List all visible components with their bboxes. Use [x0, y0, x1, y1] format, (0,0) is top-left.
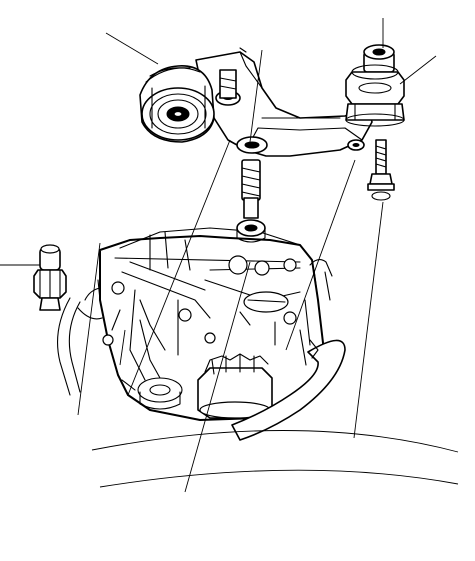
leader-line-9 — [354, 202, 383, 438]
bracket-bolt — [237, 160, 265, 242]
leader-line-1 — [106, 33, 158, 64]
leader-line-6 — [250, 50, 262, 142]
tensioner-bracket — [196, 48, 372, 156]
leader-line-13 — [120, 330, 125, 365]
belt-tensioner-pulley — [140, 66, 214, 142]
engine-block — [100, 228, 325, 420]
leader-lines — [0, 18, 458, 492]
water-pump — [138, 354, 272, 418]
oil-pressure-switch — [34, 245, 66, 310]
leader-line-11 — [92, 430, 458, 452]
leader-line-5 — [78, 243, 100, 415]
leader-line-12 — [100, 470, 458, 487]
coolant-pipe — [58, 280, 102, 395]
leader-line-3 — [400, 56, 436, 84]
bushing-collar-set — [346, 45, 404, 126]
flange-bolt — [368, 140, 394, 200]
leader-line-7 — [128, 140, 230, 395]
tensioner-mount-bolt — [220, 70, 236, 98]
leader-line-8 — [286, 160, 355, 350]
leader-line-10 — [185, 262, 250, 492]
